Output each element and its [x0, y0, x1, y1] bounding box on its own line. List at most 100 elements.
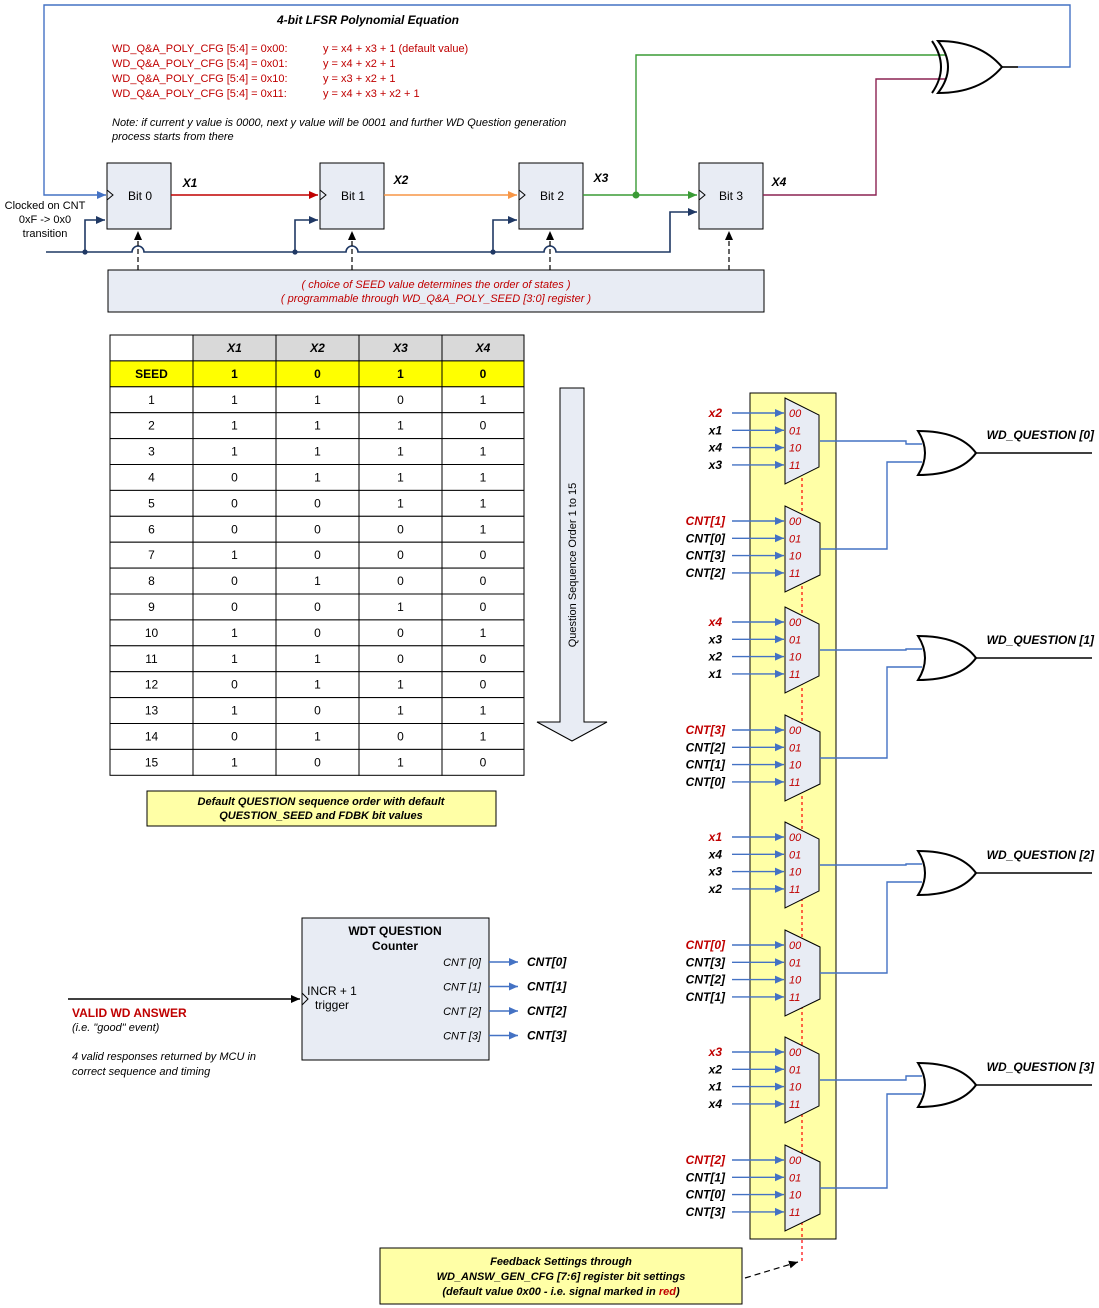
table-cell	[358, 464, 443, 491]
table-cell-value: 0	[480, 678, 487, 692]
equation-cfg: WD_Q&A_POLY_CFG [5:4] = 0x01:	[112, 58, 288, 70]
mux-input-label: x4	[708, 847, 723, 861]
table-cell	[109, 593, 194, 621]
mux-select-label: 00	[789, 617, 802, 629]
mux-input-label: x3	[708, 865, 723, 879]
table-cell-value: 9	[148, 600, 155, 614]
equation-poly: y = x4 + x3 + 1 (default value)	[323, 43, 468, 55]
mux-input-label: x3	[708, 632, 723, 646]
bit1-block	[319, 162, 385, 230]
table-cell	[109, 360, 194, 388]
table-cell-value: 0	[480, 755, 487, 769]
table-cell	[441, 412, 525, 440]
table-cell-value: 1	[231, 704, 238, 718]
table-cell	[358, 386, 443, 414]
counter-output-internal: CNT [3]	[443, 1031, 482, 1043]
mux-select-label: 11	[789, 1099, 800, 1111]
table-cell	[192, 645, 277, 673]
mux-output-wire	[820, 648, 922, 651]
mux-select-label: 01	[789, 957, 801, 969]
note-line-2: process starts from there	[111, 131, 234, 143]
table-cell	[441, 723, 525, 750]
table-cell-value: 0	[231, 574, 238, 588]
table-cell-value: 1	[314, 678, 321, 692]
default-note-2: QUESTION_SEED and FDBK bit values	[219, 810, 423, 822]
table-cell	[192, 334, 277, 362]
table-cell-value: 1	[231, 419, 238, 433]
x4-label: X4	[771, 175, 787, 189]
table-cell-value: 8	[148, 574, 155, 588]
table-cell-value: 0	[231, 522, 238, 536]
table-cell-value: 1	[314, 652, 321, 666]
mux-block	[784, 505, 821, 593]
counter-output-label: CNT[3]	[527, 1029, 567, 1043]
mux-input-label: x3	[708, 1045, 723, 1059]
or-gate-icon	[916, 429, 978, 477]
table-cell-value: 1	[480, 496, 487, 510]
table-cell-value: 1	[397, 755, 404, 769]
mux-select-label: 10	[789, 443, 802, 455]
mux-input-label: x1	[708, 1080, 723, 1094]
clock-label-1: Clocked on CNT	[5, 200, 86, 212]
lfsr-title: 4-bit LFSR Polynomial Equation	[276, 13, 459, 27]
table-cell	[192, 464, 277, 491]
table-cell-value: 0	[397, 522, 404, 536]
table-cell	[441, 697, 525, 724]
mux-output-wire	[820, 1093, 922, 1189]
equation-poly: y = x4 + x2 + 1	[323, 58, 395, 70]
table-cell-value: 5	[148, 496, 155, 510]
table-cell-value: 1	[231, 652, 238, 666]
mux-block	[784, 397, 820, 485]
table-cell-value: 14	[145, 730, 159, 744]
mux-select-label: 11	[789, 1207, 800, 1219]
clock-branch-bit2	[492, 216, 517, 252]
question-output-label: WD_QUESTION [2]	[987, 848, 1095, 862]
table-cell	[275, 464, 360, 491]
table-header: X2	[309, 341, 325, 355]
table-cell	[358, 593, 443, 621]
table-cell-value: 1	[231, 626, 238, 640]
table-cell-value: 6	[148, 522, 155, 536]
sequence-down-arrow-icon	[536, 387, 608, 742]
mux-select-label: 11	[789, 992, 800, 1004]
table-cell-value: 1	[231, 393, 238, 407]
mux-block	[784, 1144, 821, 1232]
table-cell-value: 1	[397, 419, 404, 433]
table-cell	[441, 541, 525, 569]
table-cell	[275, 360, 360, 388]
mux-select-label: 11	[789, 669, 800, 681]
table-header: X3	[392, 341, 408, 355]
mux-block	[784, 929, 821, 1017]
table-cell-value: 0	[397, 393, 404, 407]
seed-box	[107, 269, 765, 313]
x3-label: X3	[593, 171, 609, 185]
mux-input-label: CNT[1]	[686, 990, 726, 1004]
mux-select-label: 10	[789, 975, 802, 987]
table-cell	[441, 567, 525, 595]
clock-branch-bit0	[84, 216, 105, 252]
bit0-label: Bit 0	[128, 189, 152, 203]
table-cell	[358, 619, 443, 647]
mux-select-label: 00	[789, 832, 802, 844]
mux-select-label: 10	[789, 760, 802, 772]
mux-input-label: CNT[1]	[686, 514, 726, 528]
question-output-label: WD_QUESTION [0]	[987, 428, 1095, 442]
counter-output-internal: CNT [0]	[443, 957, 482, 969]
table-cell	[441, 515, 525, 543]
table-cell	[275, 386, 360, 414]
table-cell-value: 1	[397, 678, 404, 692]
mux-input-label: CNT[0]	[686, 775, 726, 789]
mux-select-label: 10	[789, 867, 802, 879]
mux-input-label: CNT[0]	[686, 1188, 726, 1202]
clock-branch-bit1	[294, 216, 318, 252]
counter-input-label-1: INCR + 1	[307, 984, 357, 998]
table-cell-value: 1	[480, 704, 487, 718]
table-cell	[358, 360, 443, 388]
table-cell	[275, 515, 360, 543]
table-cell	[275, 438, 360, 466]
mux-select-label: 01	[789, 533, 801, 545]
x3-feedback-wire	[635, 54, 947, 195]
